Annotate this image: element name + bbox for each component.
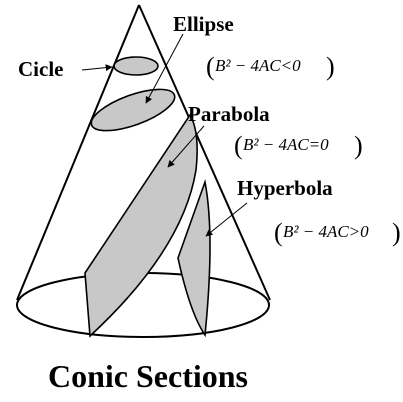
cone-right-edge xyxy=(138,4,271,301)
hyperbola-equation: B² − 4AC>0 xyxy=(283,222,369,241)
hyperbola-eq-open-paren: ( xyxy=(274,218,283,247)
circle-section xyxy=(113,56,159,76)
ellipse-eq-open-paren: ( xyxy=(206,52,215,81)
ellipse-section xyxy=(90,88,176,132)
parabola-pointer-arrow xyxy=(167,125,205,168)
parabola-equation: B² − 4AC=0 xyxy=(243,135,329,154)
circle-label: Cicle xyxy=(18,57,63,81)
parabola-section xyxy=(84,113,198,338)
ellipse-pointer-arrow xyxy=(145,33,184,104)
parabola-eq-close-paren: ) xyxy=(354,131,363,160)
parabola-label: Parabola xyxy=(188,102,270,126)
ellipse-label: Ellipse xyxy=(173,12,234,36)
hyperbola-section xyxy=(177,178,211,338)
cone-base xyxy=(16,272,270,338)
ellipse-eq-close-paren: ) xyxy=(326,52,335,81)
parabola-eq-open-paren: ( xyxy=(234,131,243,160)
diagram-title: Conic Sections xyxy=(48,358,248,394)
ellipse-equation: B² − 4AC<0 xyxy=(215,56,301,75)
hyperbola-eq-close-paren: ) xyxy=(392,218,401,247)
hyperbola-label: Hyperbola xyxy=(237,176,333,200)
hyperbola-pointer-arrow xyxy=(205,202,248,237)
circle-pointer-arrow xyxy=(81,64,113,72)
cone-left-edge xyxy=(16,4,140,301)
